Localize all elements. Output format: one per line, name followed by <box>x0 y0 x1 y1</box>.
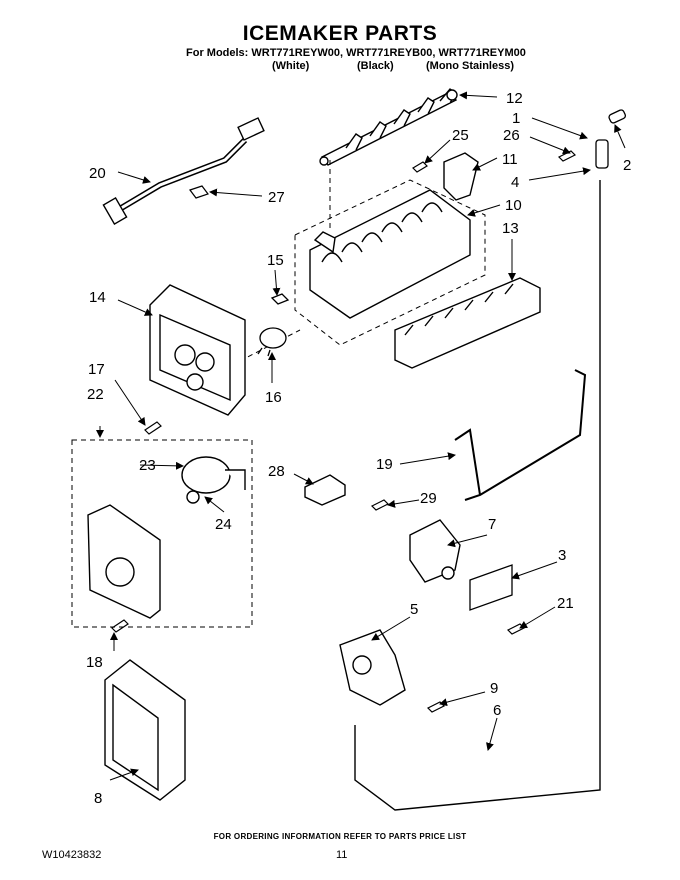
page-number: 11 <box>336 849 348 861</box>
callout-7: 7 <box>488 516 496 533</box>
part-28-bracket <box>304 474 346 506</box>
part-15-clip <box>270 293 290 305</box>
ordering-note: FOR ORDERING INFORMATION REFER TO PARTS … <box>213 832 467 841</box>
callout-22: 22 <box>87 386 104 403</box>
callout-23: 23 <box>139 457 156 474</box>
part-20-wire-harness <box>102 117 265 225</box>
mold-dashed-outline <box>294 179 486 346</box>
callout-19: 19 <box>376 456 393 473</box>
callout-16: 16 <box>265 389 282 406</box>
callout-8: 8 <box>94 790 102 807</box>
part-19-shutoff-arm <box>454 369 587 501</box>
part-6-water-tube <box>354 180 601 811</box>
document-number: W10423832 <box>42 849 102 861</box>
part-4-fitting <box>595 139 609 169</box>
callout-15: 15 <box>267 252 284 269</box>
callout-26: 26 <box>503 127 520 144</box>
variant-white: (White) <box>272 60 310 72</box>
screws <box>111 150 577 713</box>
callout-21: 21 <box>557 595 574 612</box>
part-12-ejector-shaft <box>319 88 458 166</box>
part-23-motor <box>181 456 246 504</box>
callout-17: 17 <box>88 361 105 378</box>
models-line: For Models: WRT771REYW00, WRT771REYB00, … <box>186 47 526 59</box>
part-5-water-valve <box>339 629 406 706</box>
callout-18: 18 <box>86 654 103 671</box>
callout-14: 14 <box>89 289 106 306</box>
page-title: ICEMAKER PARTS <box>242 22 438 45</box>
part-22-dashed-box <box>71 439 253 628</box>
part-8-cover <box>104 659 186 801</box>
callout-labels: 12 1 26 2 4 25 11 10 13 20 27 15 14 16 1… <box>86 90 631 807</box>
variant-black: (Black) <box>357 60 394 72</box>
part-10-ice-mold <box>309 189 471 319</box>
part-2-nut <box>608 109 627 124</box>
part-16-thermostat <box>257 327 287 357</box>
callout-29: 29 <box>420 490 437 507</box>
callout-11: 11 <box>502 151 518 168</box>
callout-3: 3 <box>558 547 566 564</box>
callout-20: 20 <box>89 165 106 182</box>
callout-12: 12 <box>506 90 523 107</box>
callout-10: 10 <box>505 197 522 214</box>
part-13-stripper <box>394 277 541 369</box>
part-27-clip <box>189 185 209 199</box>
callout-1: 1 <box>512 110 520 127</box>
variant-mono-stainless: (Mono Stainless) <box>426 60 515 72</box>
callout-13: 13 <box>502 220 519 237</box>
callout-24: 24 <box>215 516 232 533</box>
callout-6: 6 <box>493 702 501 719</box>
callout-4: 4 <box>511 174 519 191</box>
callout-27: 27 <box>268 189 285 206</box>
part-11-fill-cup <box>443 152 479 201</box>
part-22-mount-plate <box>87 504 161 619</box>
callout-25: 25 <box>452 127 469 144</box>
callout-5: 5 <box>410 601 418 618</box>
part-7-water-valve <box>409 519 461 583</box>
part-14-control-housing <box>149 284 246 416</box>
callout-9: 9 <box>490 680 498 697</box>
part-3-valve-bracket <box>469 564 513 611</box>
leader-lines <box>96 91 626 781</box>
callout-2: 2 <box>623 157 631 174</box>
callout-28: 28 <box>268 463 285 480</box>
